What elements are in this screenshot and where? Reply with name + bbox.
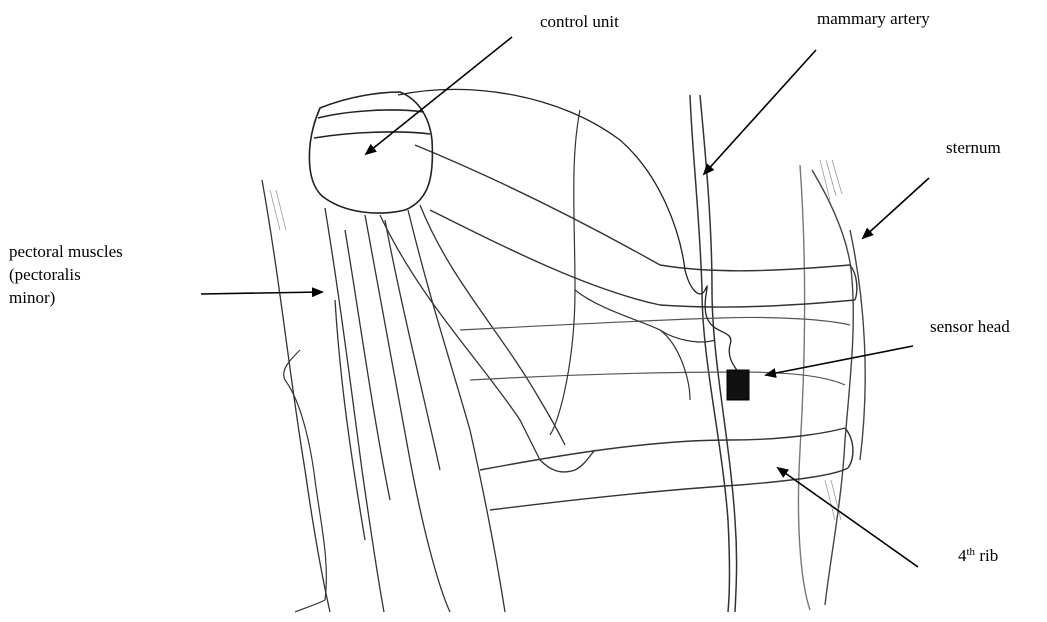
artery-branches-drawing (284, 110, 715, 612)
pectoral-muscle-drawing (262, 180, 505, 612)
pectoral-muscles-label-line1: pectoral muscles (9, 241, 123, 262)
pencil-shading (270, 160, 842, 520)
sensor-head-label: sensor head (930, 316, 1010, 337)
sternum-drawing (798, 165, 865, 610)
pectoral-muscles-label-line3: minor) (9, 287, 55, 308)
pectoralis-minor-drawing (380, 205, 595, 472)
fourth-rib-number: 4 (958, 546, 967, 565)
mammary-artery-arrow (704, 50, 816, 174)
sensor-head-drawing (727, 370, 749, 400)
pectoral-arrow (201, 292, 322, 294)
control-unit-label: control unit (540, 11, 619, 32)
sensor-cable (398, 89, 740, 375)
fourth-rib-label: 4th rib (958, 545, 998, 566)
fourth-rib-drawing (480, 428, 853, 510)
sternum-arrow (863, 178, 929, 238)
label-arrows (201, 37, 929, 567)
pectoral-muscles-label-line2: (pectoralis (9, 264, 81, 285)
mammary-artery-label: mammary artery (817, 8, 930, 29)
control-unit-drawing (309, 92, 432, 213)
fourth-rib-suffix: th (967, 546, 976, 558)
sternum-label: sternum (946, 137, 1001, 158)
sensor-head-arrow (766, 346, 913, 375)
upper-rib-drawing (415, 145, 857, 307)
fourth-rib-word: rib (979, 546, 998, 565)
control-unit-arrow (366, 37, 512, 154)
